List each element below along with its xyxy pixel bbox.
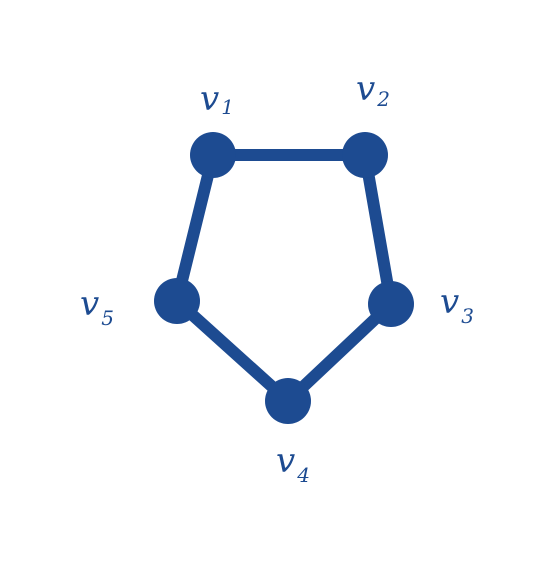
edge-v2-v3 [359, 149, 397, 310]
vertex-v1 [190, 132, 236, 178]
edge-v4-v5 [171, 295, 294, 407]
vertex-v3 [368, 281, 414, 327]
vertices [154, 132, 414, 424]
edges [171, 149, 397, 407]
edge-v3-v4 [282, 298, 397, 407]
edge-v5-v1 [171, 149, 219, 307]
vertex-v2 [342, 132, 388, 178]
vertex-v5 [154, 278, 200, 324]
vertex-v4 [265, 378, 311, 424]
